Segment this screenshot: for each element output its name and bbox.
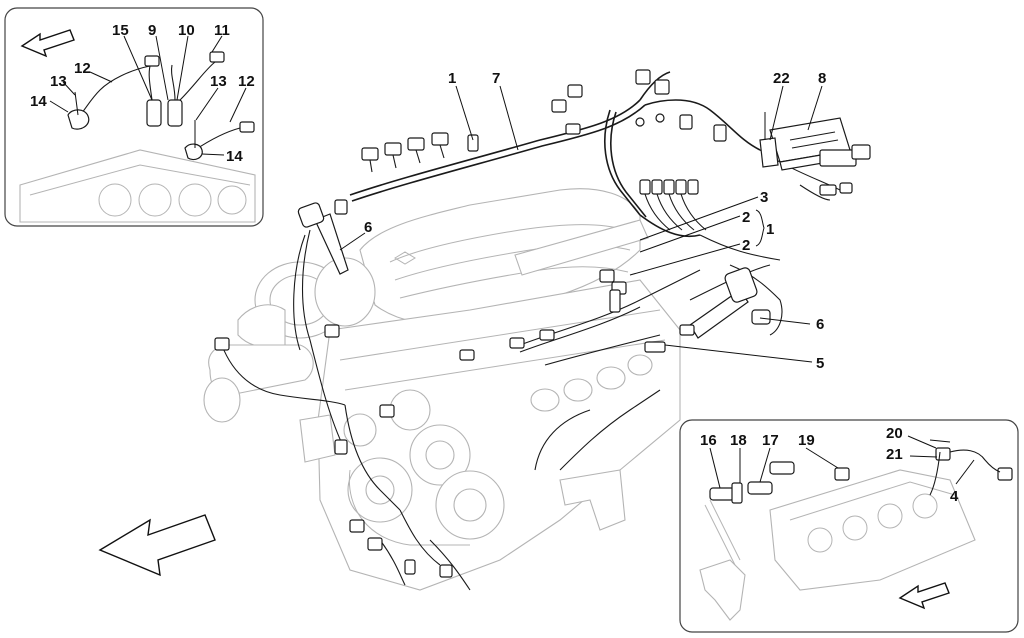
ecu-module [759,112,871,196]
leader-lines [49,35,975,489]
callout-11: 11 [214,22,230,39]
inset-bottom-right [679,419,1019,633]
callout-6-right: 6 [816,316,824,333]
callout-14b: 14 [226,148,243,165]
callout-7: 7 [492,70,500,87]
lower-harness-connectors [214,324,475,578]
callout-16: 16 [700,432,717,449]
callout-9: 9 [148,22,156,39]
direction-arrow-main [98,514,216,577]
direction-arrow-top-left [20,29,75,58]
callout-3: 3 [760,189,768,206]
callout-6-left: 6 [364,219,372,236]
callout-12a: 12 [74,60,91,77]
callout-12b: 12 [238,73,255,90]
callout-2b: 2 [742,237,750,254]
callout-bracket-1: 1 [766,221,774,238]
callout-13b: 13 [210,73,227,90]
callout-2a: 2 [742,209,750,226]
coil-connectors [639,179,707,231]
main-wiring-harness [219,71,841,591]
sensor-part-5 [509,269,666,353]
callout-1: 1 [448,70,456,87]
callout-labels: 1 7 22 8 3 2 2 1 6 6 5 15 9 10 11 12 13 … [30,22,959,505]
ignition-coil-left [297,199,349,275]
callout-5: 5 [816,355,824,372]
callout-8: 8 [818,70,826,87]
engine-block [203,188,681,591]
callout-15: 15 [112,22,129,39]
callout-22: 22 [773,70,790,87]
callout-18: 18 [730,432,747,449]
callout-10: 10 [178,22,195,39]
ignition-coil-right [679,267,771,339]
callout-14a: 14 [30,93,47,110]
callout-17: 17 [762,432,779,449]
callout-4: 4 [950,488,959,505]
callout-21: 21 [886,446,903,463]
callout-20: 20 [886,425,903,442]
callout-19: 19 [798,432,815,449]
injector-connectors [361,69,727,173]
callout-13a: 13 [50,73,67,90]
inset-top-left [4,7,264,227]
direction-arrow-bottom-right [898,582,950,610]
